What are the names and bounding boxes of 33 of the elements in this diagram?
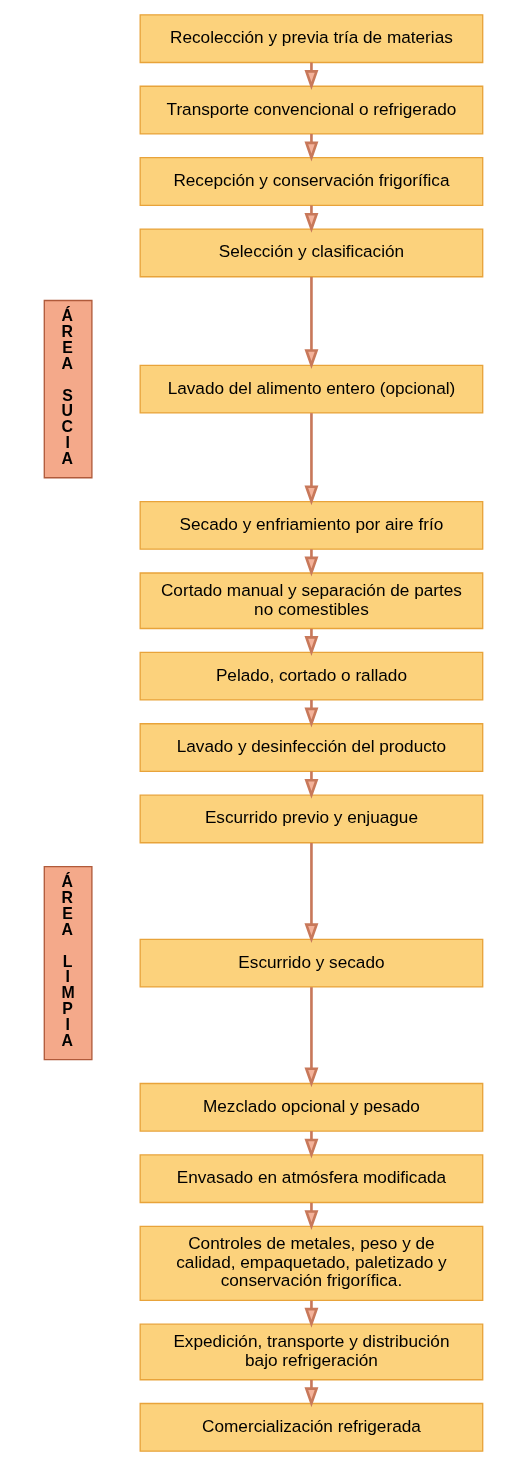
node-box: Lavado y desinfección del producto <box>139 723 483 772</box>
node-box: Cortado manual y separación de partes no comestibles <box>139 572 483 630</box>
arrow <box>304 276 318 370</box>
node-box: Selección y clasificación <box>139 228 483 278</box>
node-box: ÁREA LIMPIA <box>43 865 93 1061</box>
node-box: Expedición, transporte y distribución bajo refrigeración <box>139 1323 483 1381</box>
node-box: Escurrido previo y enjuague <box>139 794 483 844</box>
node-box: Envasado en atmósfera modificada <box>139 1154 483 1204</box>
node-box: Controles de metales, peso y de calidad, empaquetado, paletizado y conservación frigorífica. <box>139 1225 483 1302</box>
arrow <box>304 62 318 90</box>
arrow <box>304 413 318 506</box>
arrow <box>304 700 318 728</box>
arrow <box>304 628 318 656</box>
arrow <box>304 1300 318 1328</box>
arrow <box>304 1131 318 1159</box>
node-box: Comercialización refrigerada <box>139 1402 483 1452</box>
node-box: Transporte convencional o refrigerado <box>139 85 483 135</box>
node-box: Lavado del alimento entero (opcional) <box>139 364 483 414</box>
arrow <box>304 987 318 1088</box>
node-box: Pelado, cortado o rallado <box>139 651 483 701</box>
arrow <box>304 549 318 577</box>
arrow <box>304 205 318 233</box>
node-box: Escurrido y secado <box>139 938 483 988</box>
node-box: ÁREA SUCIA <box>43 299 93 479</box>
node-box: Recepción y conservación frigorífica <box>139 157 483 206</box>
node-box: Recolección y previa tría de materias <box>139 14 483 64</box>
arrow <box>304 133 318 162</box>
arrow <box>304 771 318 799</box>
arrow <box>304 843 318 944</box>
arrow <box>304 1202 318 1231</box>
arrow <box>304 1379 318 1408</box>
node-box: Mezclado opcional y pesado <box>139 1082 483 1132</box>
node-box: Secado y enfriamiento por aire frío <box>139 500 483 550</box>
